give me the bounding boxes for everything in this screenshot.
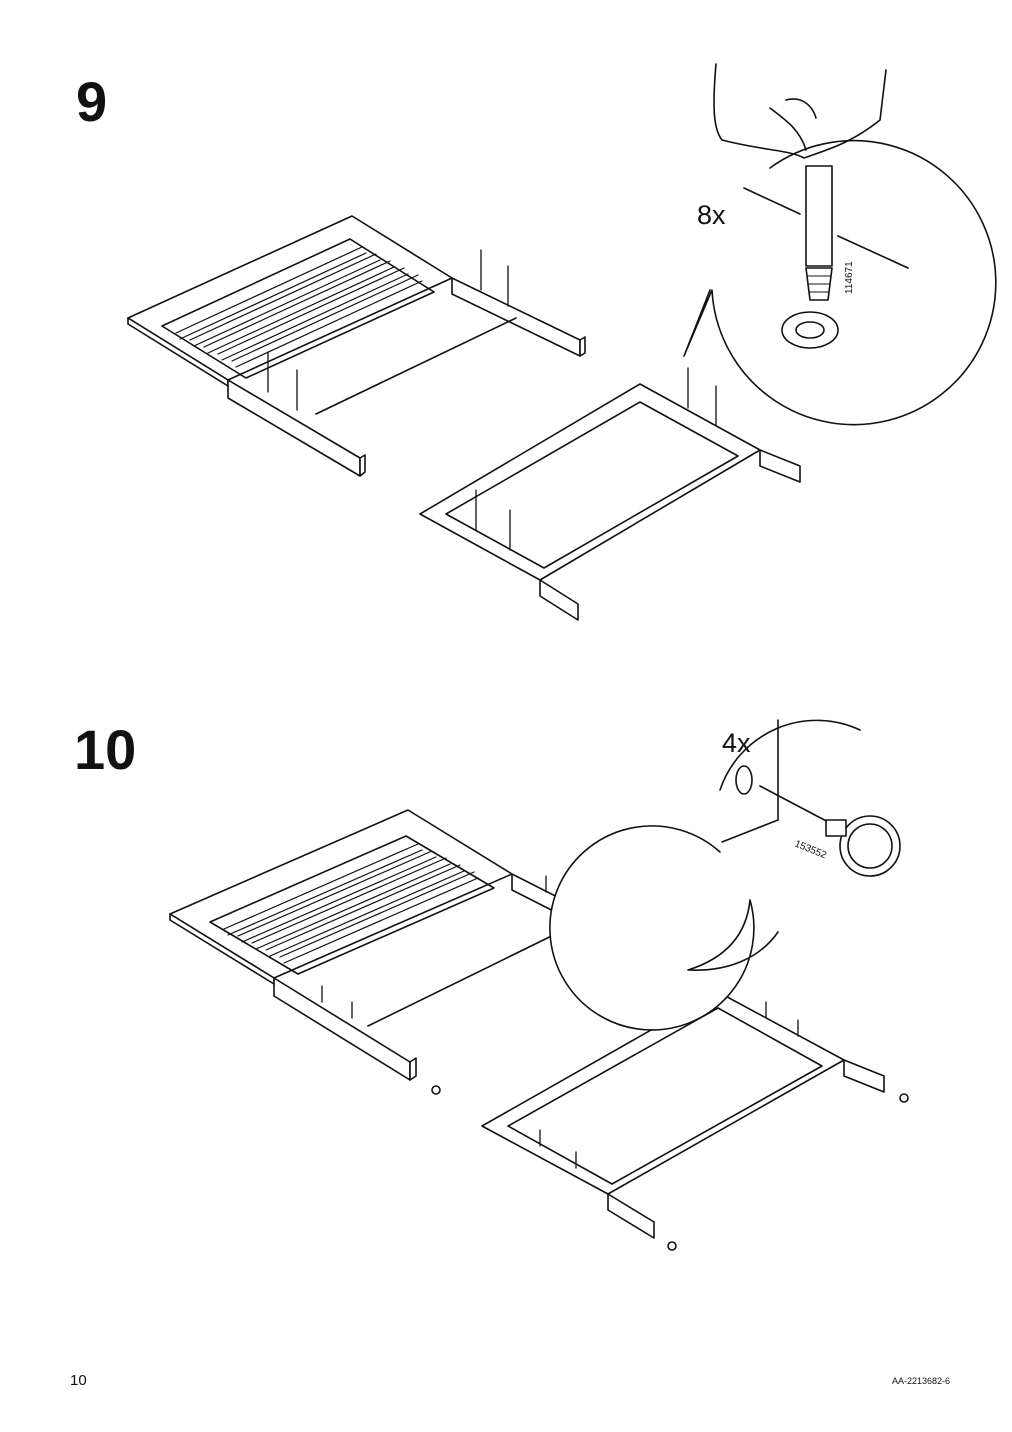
step-9-quantity: 8x xyxy=(697,200,726,230)
document-code: AA-2213682-6 xyxy=(891,1376,950,1386)
step-9-number: 9 xyxy=(76,70,108,133)
step-10-part-number: 153552 xyxy=(793,839,828,862)
step-9-part-number: 114671 xyxy=(844,261,855,294)
step-10-number: 10 xyxy=(74,718,137,781)
headboard-panel-step9 xyxy=(127,215,586,477)
footboard-frame-step9 xyxy=(419,367,801,621)
step-10-illustration: 4x 153552 xyxy=(169,719,909,1251)
step-9-callout-bubble: 8x 114671 xyxy=(683,63,997,426)
step-10-callout-bubble: 4x 153552 xyxy=(549,719,901,1031)
step-10-quantity: 4x xyxy=(722,728,751,758)
page-number: 10 xyxy=(70,1372,87,1389)
footboard-frame-step10 xyxy=(481,991,909,1251)
step-9-illustration: 8x 114671 xyxy=(0,0,1012,705)
